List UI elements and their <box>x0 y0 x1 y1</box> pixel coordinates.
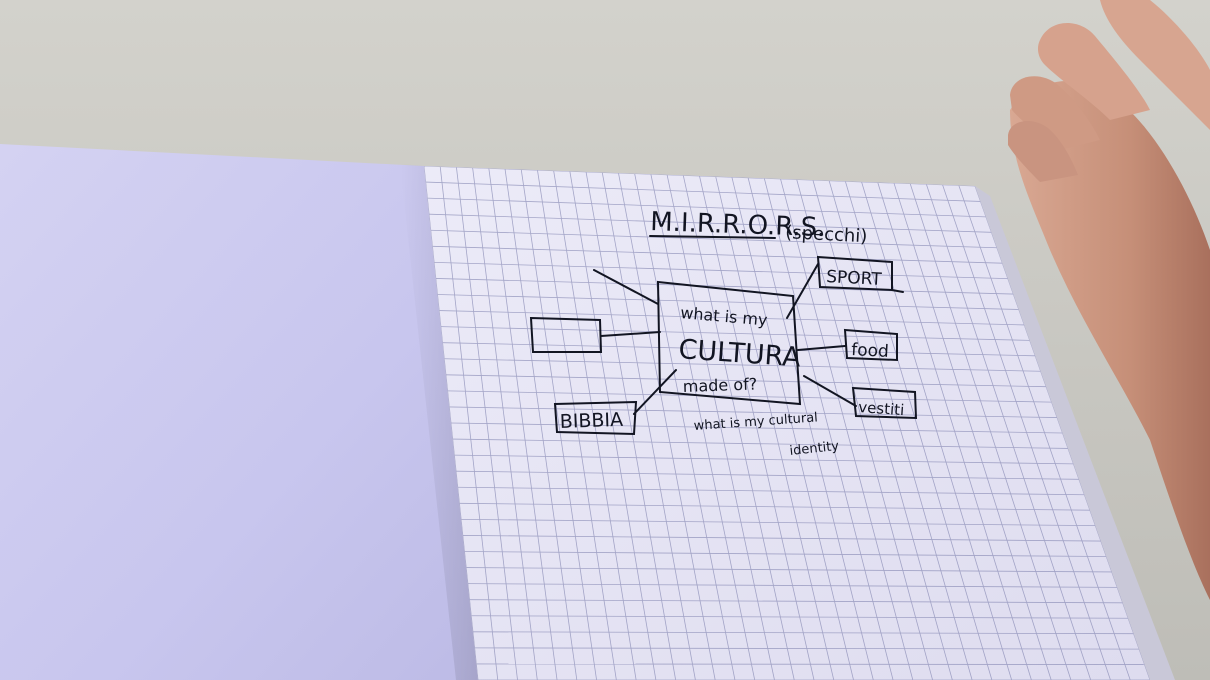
grid-line-horizontal <box>456 470 1079 480</box>
sport-label: SPORT <box>826 267 883 290</box>
grid-line-horizontal <box>462 535 1101 542</box>
connector-top-left <box>593 269 659 305</box>
center-box <box>656 280 802 406</box>
grid-line-horizontal <box>471 615 1129 619</box>
grid-line-horizontal <box>444 358 1041 372</box>
grid-line-horizontal <box>467 583 1118 588</box>
grid-line-horizontal <box>437 294 1019 310</box>
page-stack-edge <box>975 186 1175 680</box>
grid-line-horizontal <box>442 342 1036 357</box>
spine-shadow <box>400 164 478 680</box>
grid-line-horizontal <box>454 454 1074 465</box>
grid-line-horizontal <box>425 181 981 202</box>
grid-page <box>424 166 1150 680</box>
mind-map <box>529 235 918 436</box>
title-underline <box>649 235 776 239</box>
grid-line-horizontal <box>464 551 1107 557</box>
grid-line-horizontal <box>449 406 1058 418</box>
notebook-title: M.I.R.R.O.R.S. <box>650 207 826 243</box>
grid-lines <box>424 166 1150 680</box>
grid-line-horizontal <box>459 502 1090 511</box>
bibbia-label: BIBBIA <box>559 409 623 433</box>
grid-line-horizontal <box>461 518 1096 527</box>
grid-line-horizontal <box>447 390 1052 403</box>
connector-food <box>797 345 846 351</box>
grid-line-horizontal <box>429 213 992 233</box>
caption-line-2: identity <box>789 439 840 459</box>
grid-line-horizontal <box>434 261 1008 280</box>
grid-line-horizontal <box>469 599 1123 604</box>
food-label: food <box>851 340 890 362</box>
vestiti-label: vestiti <box>858 398 905 419</box>
grid-line-horizontal <box>457 486 1085 496</box>
connector-bibbia <box>633 369 677 415</box>
connector-sport <box>786 263 819 319</box>
palm <box>1010 80 1210 601</box>
grid-line-horizontal <box>435 278 1014 295</box>
grid-line-horizontal <box>466 567 1112 573</box>
grid-line-horizontal <box>427 197 986 218</box>
vestiti-box <box>851 386 918 420</box>
grid-line-horizontal <box>474 647 1140 650</box>
thumb <box>1100 0 1210 130</box>
empty-box <box>529 316 603 353</box>
grid-line-horizontal <box>439 310 1025 326</box>
grid-line-horizontal <box>430 229 997 249</box>
bibbia-box <box>553 400 638 436</box>
hand <box>1008 0 1210 601</box>
connector-empty <box>600 331 661 337</box>
left-page <box>0 144 478 680</box>
center-line-3: made of? <box>682 374 757 396</box>
grid-line-horizontal <box>452 438 1068 449</box>
food-box <box>843 328 898 362</box>
grid-line-horizontal <box>445 374 1047 388</box>
notebook-subtitle: (specchi) <box>785 222 868 247</box>
finger-2 <box>1010 76 1100 150</box>
connector-vestiti <box>803 375 857 407</box>
grid-line-horizontal <box>472 631 1134 635</box>
finger-1 <box>1037 22 1150 121</box>
grid-line-horizontal <box>432 245 1003 264</box>
finger-3 <box>1008 120 1078 182</box>
grid-line-horizontal <box>440 326 1030 341</box>
grid-line-horizontal <box>450 422 1063 434</box>
grid-line-horizontal <box>476 663 1145 665</box>
